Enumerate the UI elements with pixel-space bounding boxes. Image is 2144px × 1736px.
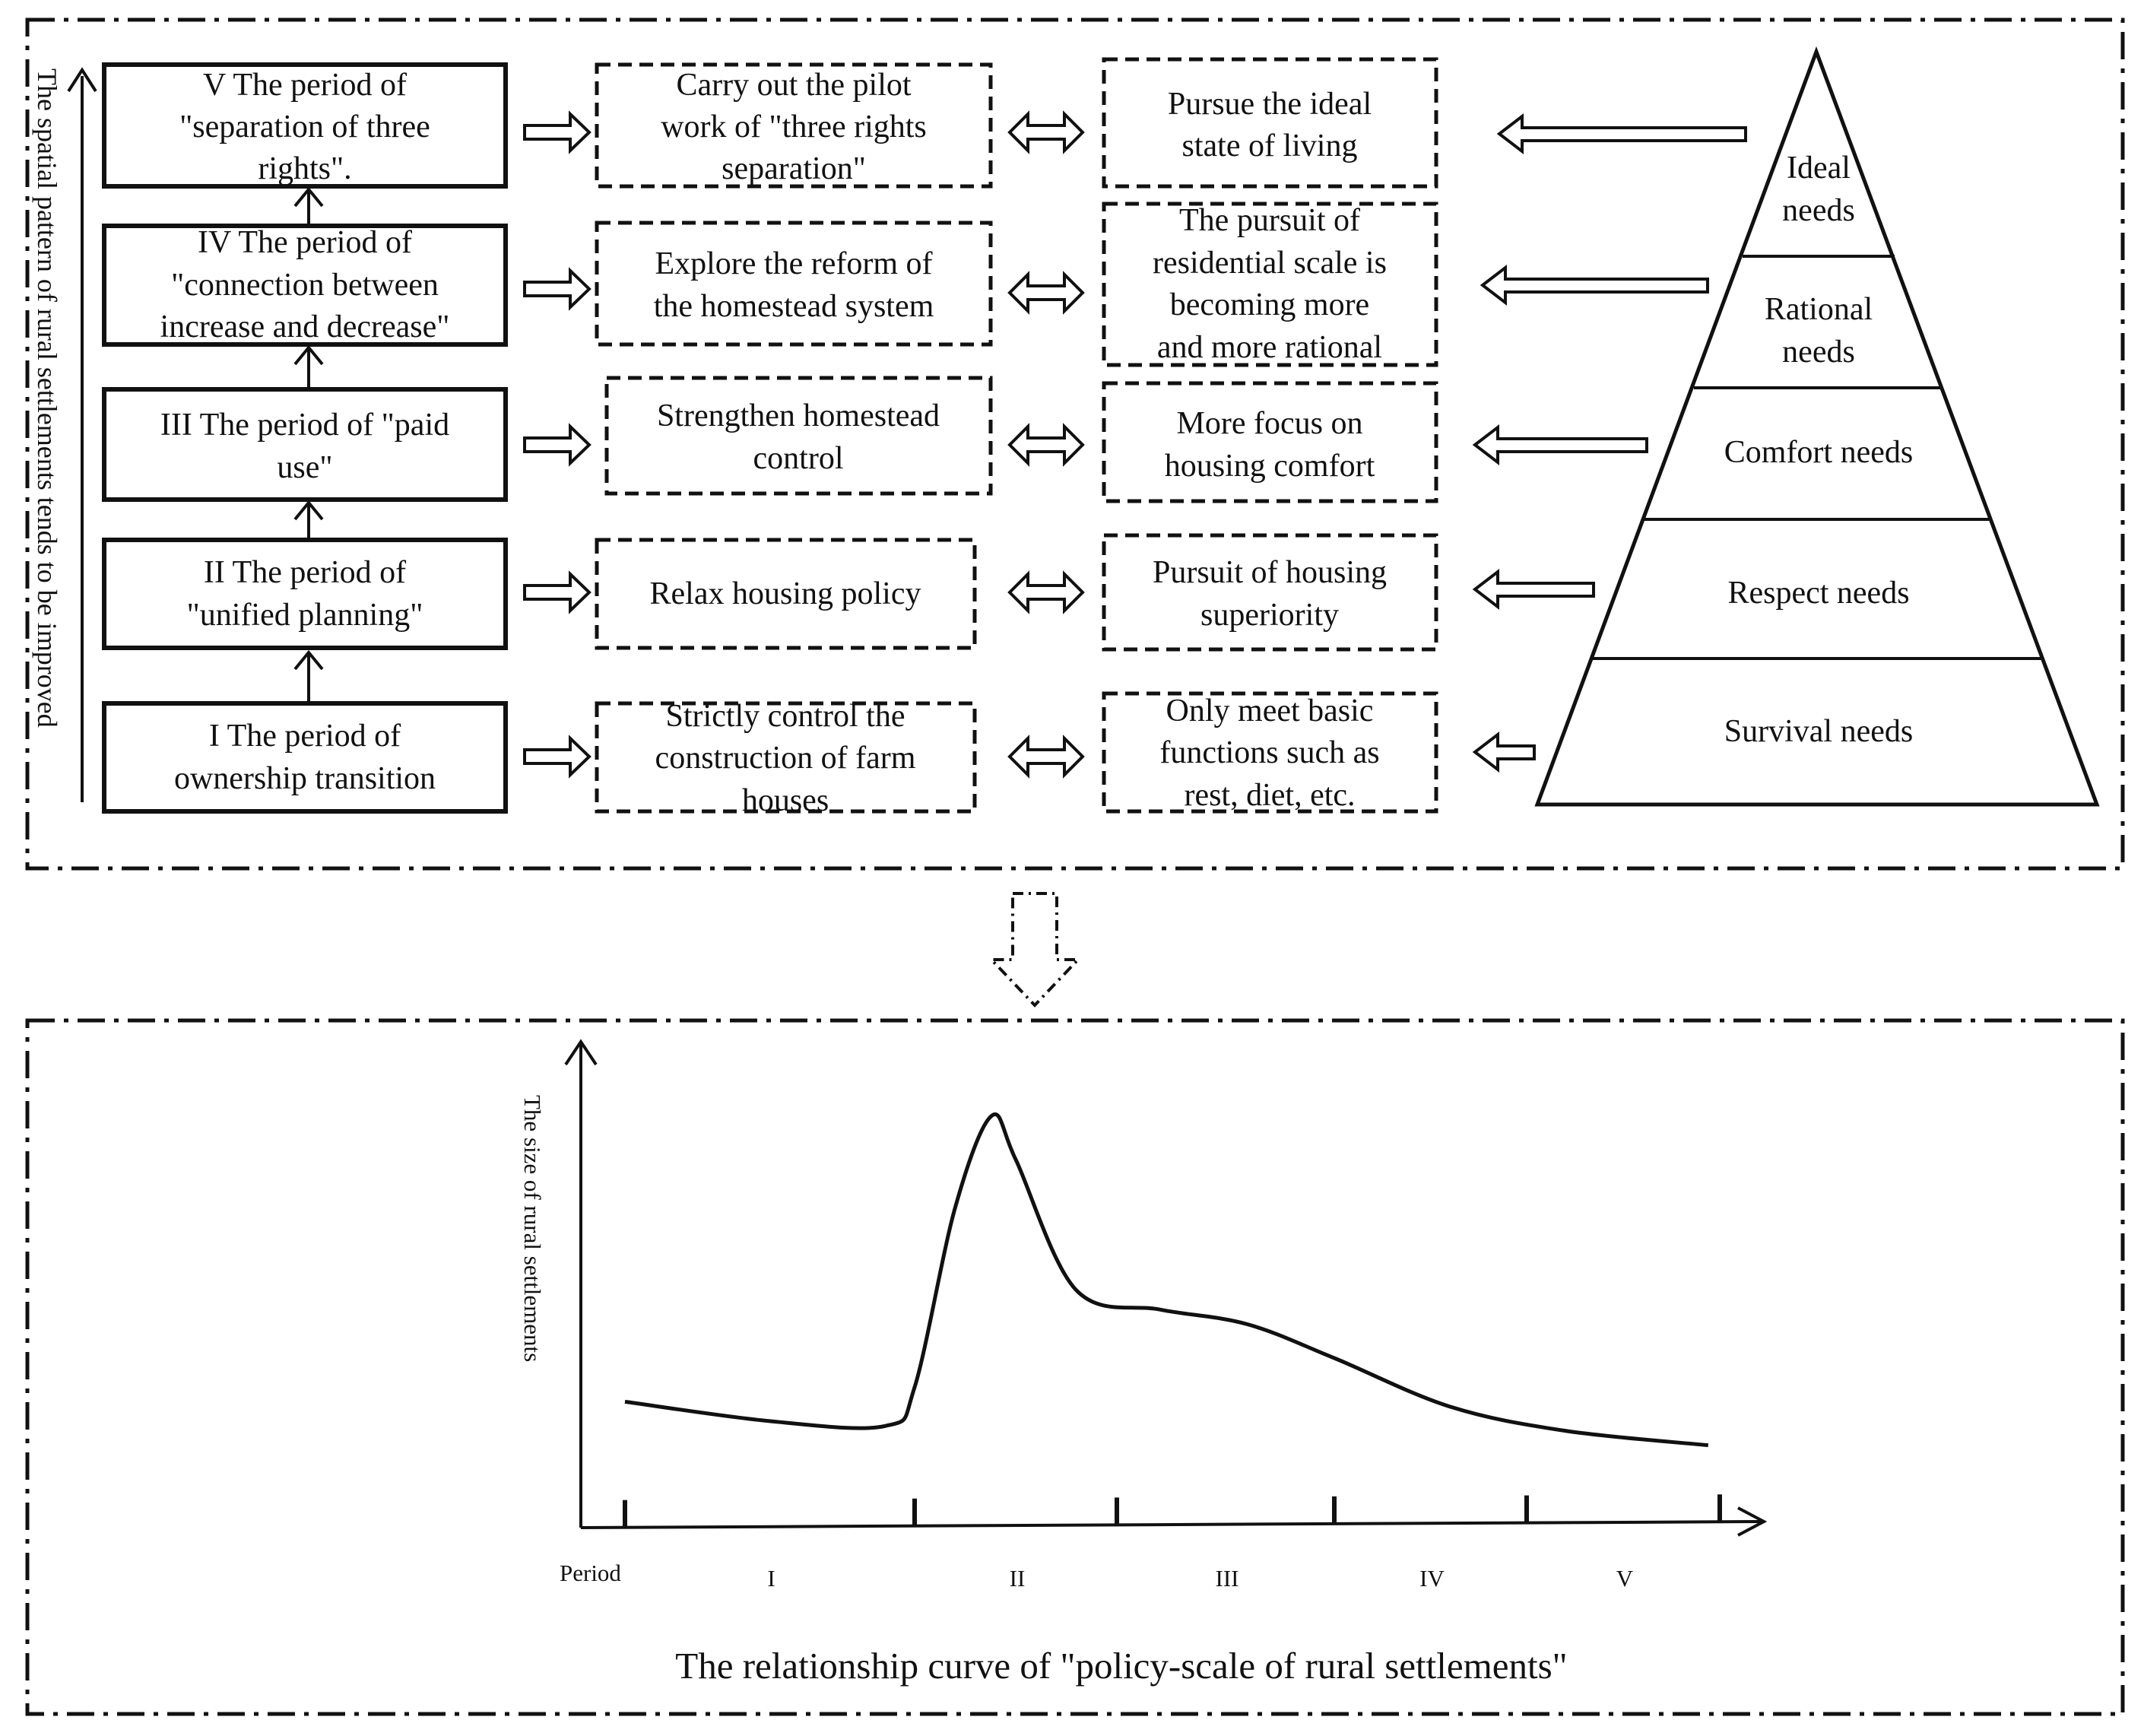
pursuit-v-line-1: Pursue the ideal: [1168, 87, 1372, 122]
period-v-line-3: rights".: [258, 151, 351, 186]
pursuit-iv-line-1: The pursuit of: [1179, 203, 1360, 238]
policy-texts: Carry out the pilot work of "three right…: [650, 68, 940, 818]
pursuit-box-frames: [1102, 57, 1438, 814]
pursuit-iv-line-2: residential scale is: [1153, 246, 1387, 281]
policy-ii-line-1: Relax housing policy: [650, 576, 921, 611]
period-i-line-2: ownership transition: [174, 761, 436, 796]
side-label: The spatial pattern of rural settlements…: [32, 68, 62, 728]
pursuit-v-line-2: state of living: [1182, 129, 1358, 163]
period-v-line-1: V The period of: [203, 68, 407, 103]
policy-i-line-1: Strictly control the: [666, 699, 905, 734]
pursuit-i-line-3: rest, diet, etc.: [1184, 778, 1355, 813]
policy-v-line-3: separation": [722, 151, 866, 186]
period-i-line-1: I The period of: [209, 719, 401, 754]
x-category-label-III: III: [1216, 1565, 1239, 1592]
policy-iv-line-1: Explore the reform of: [655, 246, 932, 281]
period-ii-line-2: "unified planning": [187, 598, 423, 633]
x-axis: [580, 1520, 1763, 1529]
pyramid-rational-line-2: needs: [1782, 335, 1855, 370]
period-progression-arrows: [293, 186, 324, 703]
period-ii-line-1: II The period of: [204, 555, 406, 590]
y-axis-arrowhead: [564, 1039, 598, 1066]
period-iii-line-1: III The period of "paid: [160, 408, 449, 443]
policy-iv-line-2: the homestead system: [654, 289, 934, 324]
period-box-iv: IV The period of "connection between inc…: [102, 224, 508, 347]
top-panel-border: [25, 17, 2125, 871]
x-tick-marks: [623, 1494, 1722, 1528]
period-box-iii: III The period of "paid use": [102, 387, 508, 502]
chart-title: The relationship curve of "policy-scale …: [675, 1645, 1567, 1687]
pursuit-iii-line-1: More focus on: [1177, 406, 1363, 441]
pursuit-iii-line-2: housing comfort: [1165, 449, 1375, 484]
y-axis-label: The size of rural settlements: [519, 1095, 546, 1362]
policy-i-line-3: houses: [742, 783, 829, 818]
series-line: [624, 1112, 1709, 1448]
x-category-label-IV: IV: [1419, 1565, 1445, 1592]
policy-v-line-1: Carry out the pilot: [676, 68, 911, 103]
pyramid-survival-label: Survival needs: [1724, 714, 1913, 749]
pursuit-i-line-2: functions such as: [1159, 735, 1379, 770]
pursuit-ii-line-2: superiority: [1200, 598, 1339, 633]
policy-scale-chart: The size of rural settlements Period The…: [519, 1039, 1768, 1687]
needs-pyramid: Ideal needs Rational needs Comfort needs…: [1534, 46, 2100, 807]
period-iv-line-1: IV The period of: [198, 225, 412, 260]
x-category-label-I: I: [767, 1565, 775, 1592]
period-iv-line-3: increase and decrease": [160, 309, 450, 344]
pursuit-texts: Pursue the ideal state of living The pur…: [1153, 87, 1387, 813]
period-to-policy-arrows: [523, 110, 592, 779]
pyramid-ideal-line-2: needs: [1782, 193, 1855, 228]
pyramid-rational-line-1: Rational: [1765, 292, 1873, 327]
x-axis-label: Period: [560, 1560, 621, 1586]
connector-down-arrow: [988, 892, 1082, 1008]
period-v-line-2: "separation of three: [179, 109, 430, 144]
period-column: V The period of "separation of three rig…: [102, 62, 508, 814]
x-category-label-V: V: [1616, 1565, 1634, 1592]
policy-v-line-2: work of "three rights: [661, 109, 927, 144]
pursuit-iv-line-4: and more rational: [1157, 330, 1382, 365]
pursuit-iv-line-3: becoming more: [1170, 287, 1369, 322]
improvement-arrowhead: [67, 67, 97, 93]
period-iv-line-2: "connection between: [171, 268, 439, 303]
policy-iii-line-2: control: [753, 441, 844, 476]
policy-pursuit-double-arrows: [1007, 110, 1085, 779]
pursuit-i-line-1: Only meet basic: [1166, 693, 1374, 728]
pyramid-ideal-line-1: Ideal: [1787, 151, 1851, 186]
policy-i-line-2: construction of farm: [655, 741, 916, 776]
pyramid-comfort-label: Comfort needs: [1724, 435, 1913, 470]
pyramid-to-pursuit-arrows: [1472, 113, 1747, 773]
period-box-v: V The period of "separation of three rig…: [102, 62, 508, 189]
x-category-label-II: II: [1010, 1565, 1026, 1592]
period-box-i: I The period of ownership transition: [102, 701, 508, 814]
policy-box-frames: [595, 62, 993, 814]
x-axis-arrowhead: [1737, 1506, 1768, 1537]
pursuit-ii-line-1: Pursuit of housing: [1153, 555, 1387, 590]
bottom-panel-border: [25, 1018, 2125, 1716]
period-iii-line-2: use": [277, 450, 332, 485]
policy-iii-line-1: Strengthen homestead: [657, 398, 940, 433]
period-box-ii: II The period of "unified planning": [102, 538, 508, 650]
pyramid-respect-label: Respect needs: [1727, 576, 1909, 611]
